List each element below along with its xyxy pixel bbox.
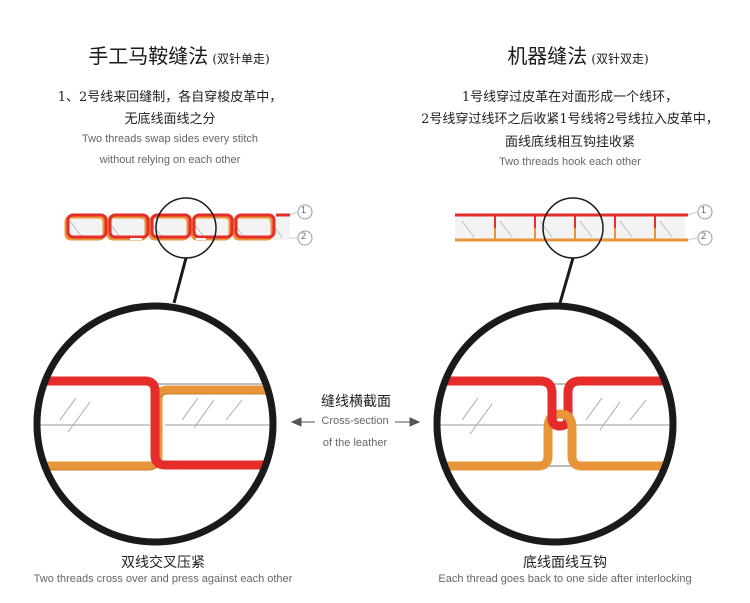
right-desc-en-1: Two threads hook each other	[499, 156, 641, 168]
right-marker-1: 1	[701, 205, 707, 215]
right-desc-line-1: 1号线穿过皮革在对面形成一个线环，	[461, 90, 679, 105]
right-markers	[687, 204, 713, 246]
right-caption-en: Each thread goes back to one side after …	[438, 573, 692, 585]
right-subtitle: (双针双走)	[591, 52, 649, 66]
left-cross-section-frame	[33, 302, 277, 546]
right-desc-line-3: 面线底线相互钩挂收紧	[504, 135, 636, 150]
left-desc-line-2: 无底线面线之分	[124, 112, 216, 127]
right-desc-line-2: 2号线穿过线环之后收紧1号线将2号线拉入皮革中，	[421, 112, 719, 127]
left-desc-en-2: without relying on each other	[99, 154, 241, 166]
left-cross-section	[37, 376, 273, 471]
right-seam-strip	[455, 213, 688, 242]
right-cross-section	[437, 376, 673, 471]
cross-section-label-cn: 缝线横截面	[321, 394, 391, 410]
right-title: 机器缝法(双针双走)	[507, 44, 649, 68]
left-title: 手工马鞍缝法(双针单走)	[88, 44, 270, 68]
left-marker-2: 2	[301, 231, 307, 241]
left-desc-en-1: Two threads swap sides every stitch	[81, 133, 259, 145]
left-desc-line-1: 1、2号线来回缝制，各自穿梭皮革中，	[57, 90, 283, 105]
left-marker-1: 1	[301, 205, 307, 215]
left-caption-cn: 双线交叉压紧	[121, 555, 205, 571]
right-caption-cn: 底线面线互钩	[523, 555, 607, 571]
left-caption-en: Two threads cross over and press against…	[33, 573, 293, 585]
left-zoom-connector	[172, 257, 188, 304]
right-cross-section-frame	[433, 302, 677, 546]
cross-section-label-en-1: Cross-section	[321, 415, 389, 427]
center-arrows	[290, 417, 421, 427]
left-seam-strip	[64, 213, 290, 241]
right-zoom-connector	[558, 257, 575, 304]
right-marker-2: 2	[701, 231, 707, 241]
cross-section-label-en-2: of the leather	[322, 437, 388, 449]
left-subtitle: (双针单走)	[212, 52, 270, 66]
left-markers	[289, 204, 313, 246]
